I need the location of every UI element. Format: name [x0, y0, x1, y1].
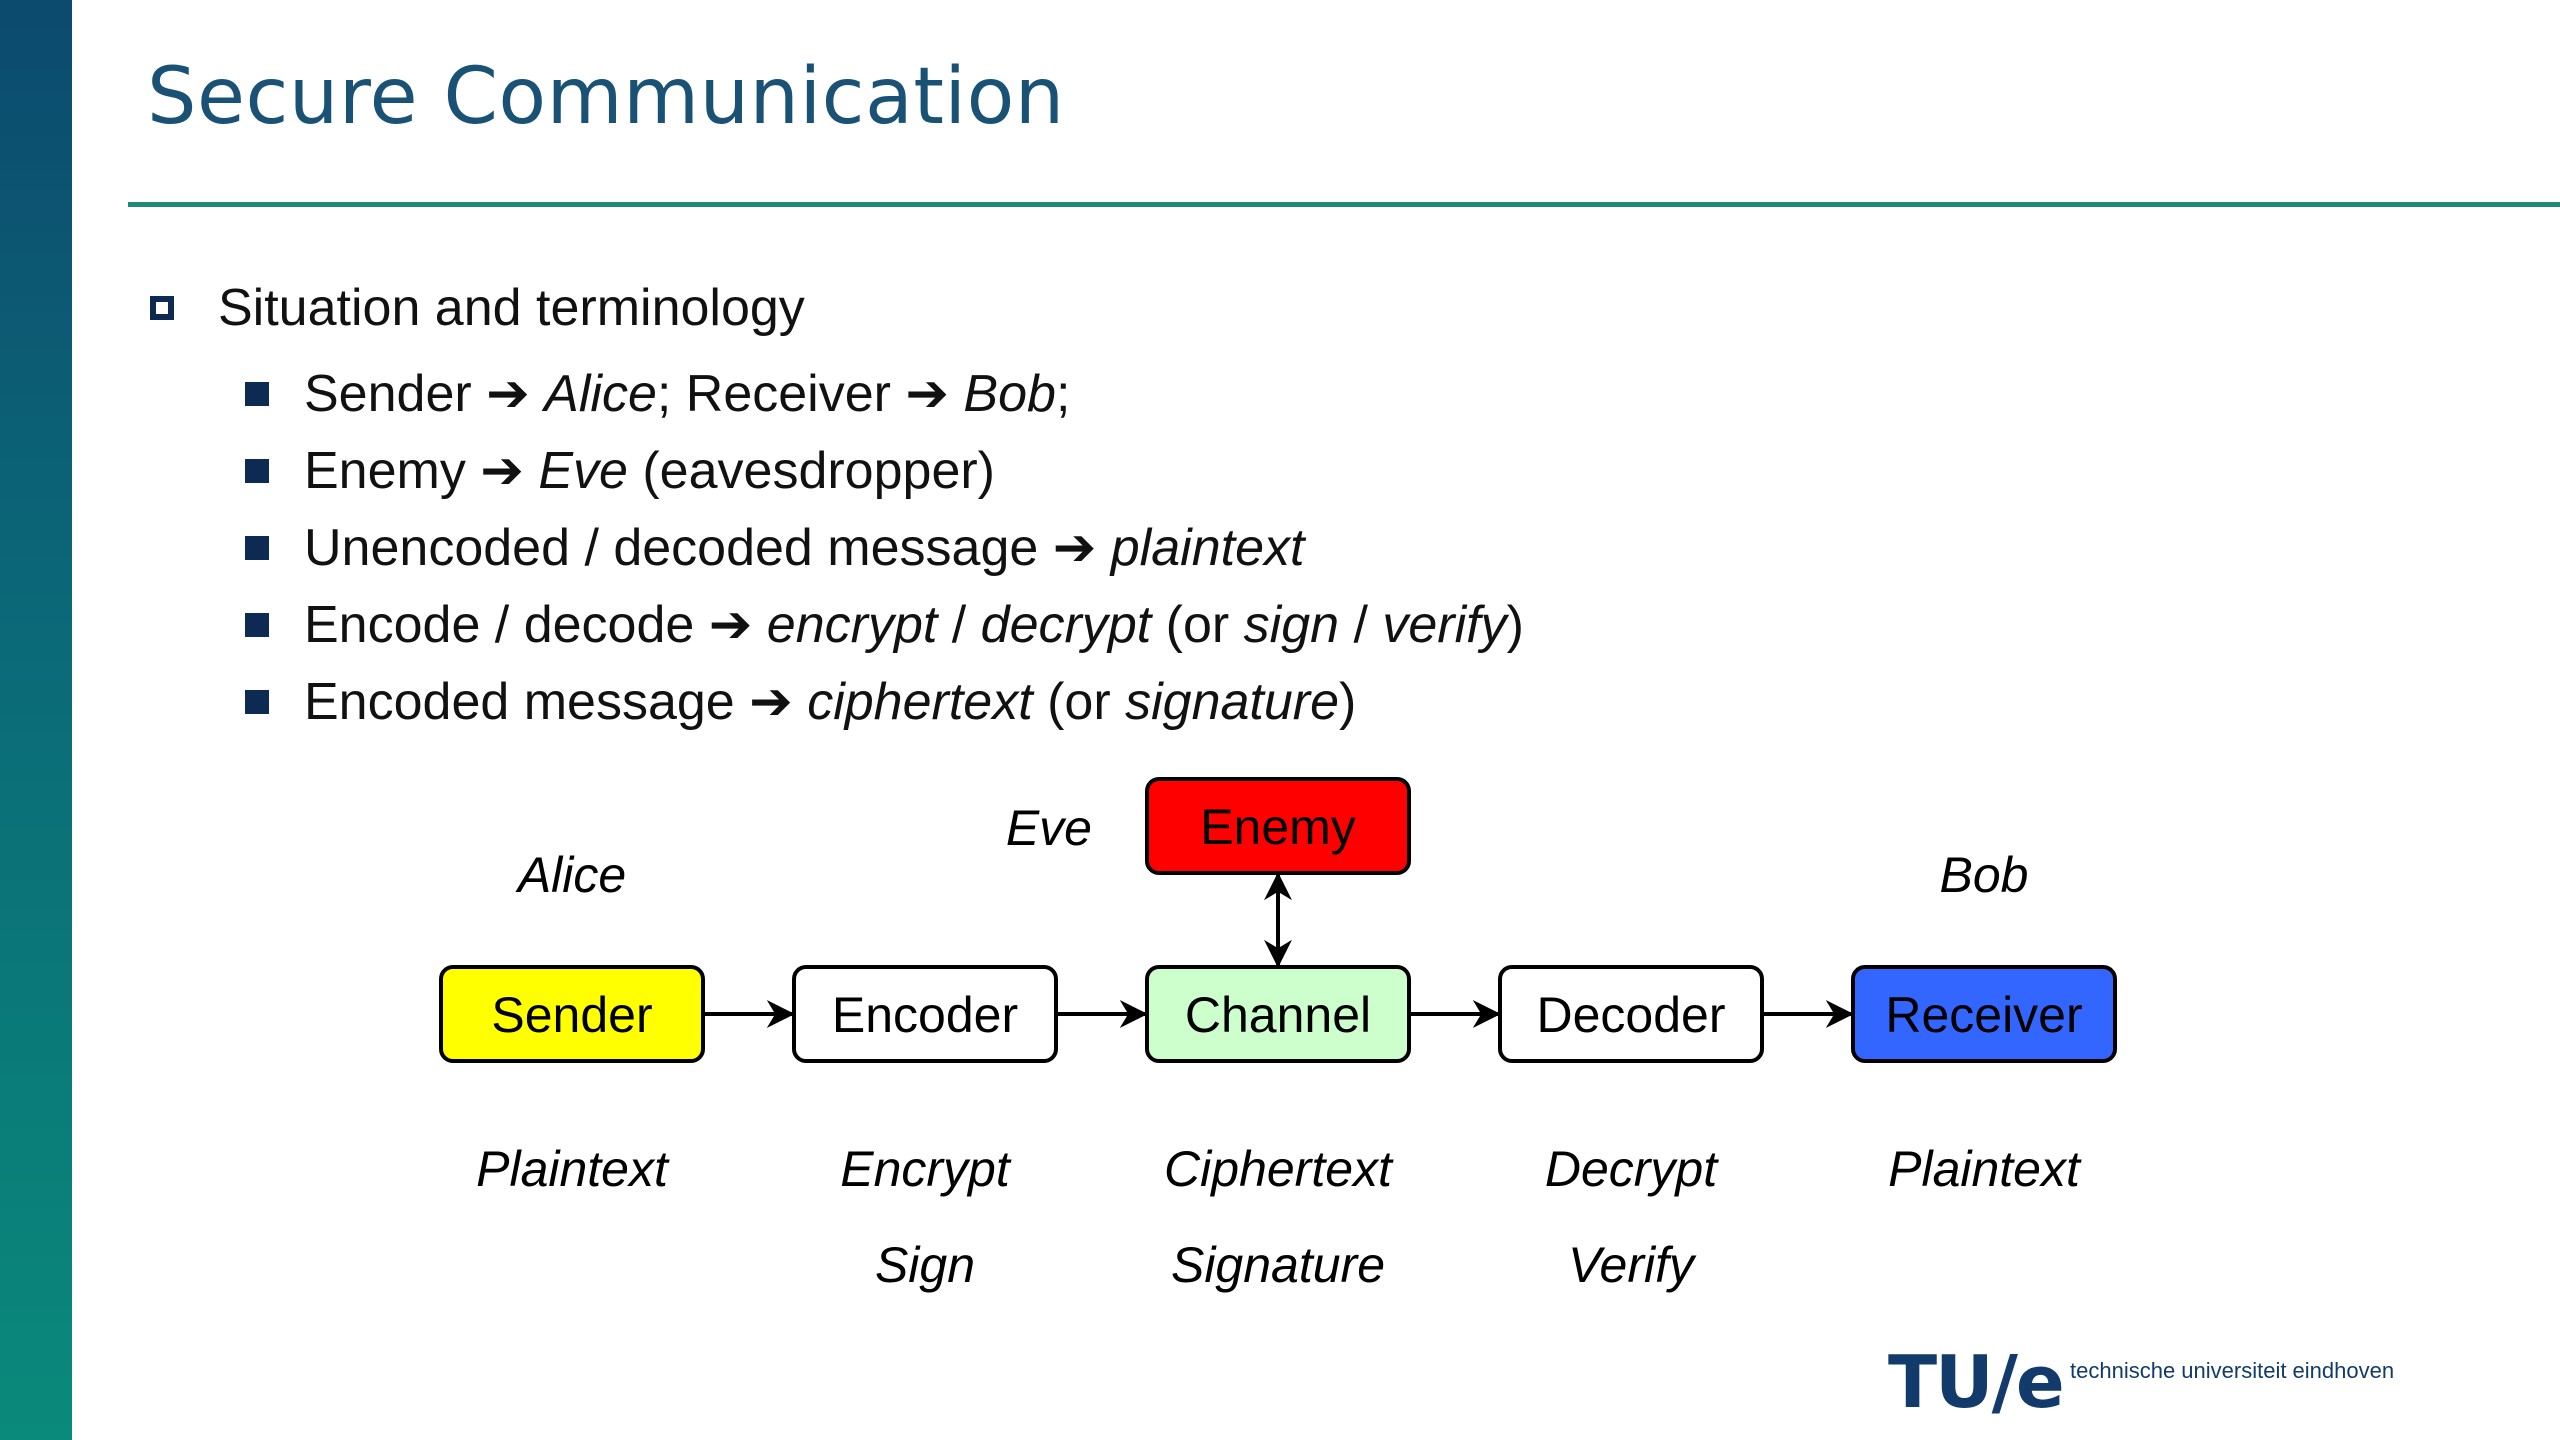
term-text: ;	[1055, 364, 1071, 423]
node-caption: Sign	[875, 1237, 975, 1293]
node-caption: Decrypt	[1545, 1141, 1719, 1197]
term-italic: sign	[1243, 595, 1340, 654]
square-bullet-icon	[245, 689, 269, 714]
term-text: /	[1339, 595, 1383, 654]
node-caption: Signature	[1171, 1237, 1385, 1293]
term-text: Unencoded / decoded message ➔	[304, 518, 1111, 577]
slide-title: Secure Communication	[147, 52, 1065, 142]
node-box	[439, 965, 705, 1063]
term-italic: ciphertext	[807, 672, 1033, 731]
tue-logo: TU/e technische universiteit eindhoven	[1888, 1336, 2448, 1426]
term-italic: Eve	[538, 441, 628, 500]
term-text: (or	[1151, 595, 1244, 654]
term-italic: signature	[1125, 672, 1340, 731]
terminology-item: Encoded message ➔ ciphertext (or signatu…	[245, 663, 1524, 740]
role-label: Alice	[515, 847, 626, 903]
node-label: Encoder	[832, 987, 1018, 1043]
node-caption: Encrypt	[840, 1141, 1012, 1197]
square-bullet-icon	[245, 612, 269, 637]
square-bullet-icon	[245, 535, 269, 560]
term-text: Enemy ➔	[304, 441, 539, 500]
node-label: Decoder	[1537, 987, 1726, 1043]
terminology-item-text: Encode / decode ➔ encrypt / decrypt (or …	[304, 595, 1524, 655]
term-italic: verify	[1382, 595, 1507, 654]
terminology-item: Encode / decode ➔ encrypt / decrypt (or …	[245, 586, 1524, 663]
bullet-main-text: Situation and terminology	[218, 279, 805, 337]
node-box	[1851, 965, 2117, 1063]
node-sender: Sender	[439, 965, 705, 1063]
term-text: (eavesdropper)	[627, 441, 995, 500]
term-text: )	[1339, 672, 1357, 731]
node-caption: Plaintext	[476, 1141, 670, 1197]
node-label: Sender	[491, 987, 652, 1043]
terminology-item-text: Sender ➔ Alice; Receiver ➔ Bob;	[304, 364, 1070, 424]
role-label: Eve	[1006, 800, 1092, 856]
node-label: Receiver	[1885, 987, 2082, 1043]
square-bullet-icon	[245, 458, 269, 483]
term-italic: encrypt	[766, 595, 938, 654]
node-decoder: Decoder	[1498, 965, 1764, 1063]
term-text: )	[1506, 595, 1524, 654]
node-receiver: Receiver	[1851, 965, 2117, 1063]
node-encoder: Encoder	[792, 965, 1058, 1063]
tue-logo-mark: TU/e	[1888, 1340, 2065, 1424]
title-divider	[128, 202, 2560, 207]
term-italic: decrypt	[980, 595, 1152, 654]
term-text: Encode / decode ➔	[304, 595, 767, 654]
term-italic: Bob	[963, 364, 1056, 423]
terminology-item-text: Unencoded / decoded message ➔ plaintext	[304, 518, 1304, 578]
term-italic: Alice	[544, 364, 657, 423]
left-accent-bar	[0, 0, 72, 1440]
terminology-item: Unencoded / decoded message ➔ plaintext	[245, 509, 1524, 586]
node-caption: Verify	[1568, 1237, 1697, 1293]
node-label: Enemy	[1200, 799, 1356, 855]
tue-logo-subtitle: technische universiteit eindhoven	[2070, 1358, 2395, 1383]
terminology-item-text: Encoded message ➔ ciphertext (or signatu…	[304, 672, 1356, 732]
node-label: Channel	[1185, 987, 1371, 1043]
node-caption: Ciphertext	[1164, 1141, 1394, 1197]
term-text: Encoded message ➔	[304, 672, 808, 731]
node-channel: Channel	[1145, 965, 1411, 1063]
terminology-list: Sender ➔ Alice; Receiver ➔ Bob; Enemy ➔ E…	[245, 355, 1524, 740]
role-label: Bob	[1940, 847, 2029, 903]
terminology-item-text: Enemy ➔ Eve (eavesdropper)	[304, 441, 995, 501]
terminology-item: Enemy ➔ Eve (eavesdropper)	[245, 432, 1524, 509]
term-text: /	[937, 595, 981, 654]
term-text: Sender ➔	[304, 364, 545, 423]
node-enemy: Enemy	[1145, 777, 1411, 875]
term-text: (or	[1032, 672, 1126, 731]
node-caption: Plaintext	[1888, 1141, 2082, 1197]
terminology-item: Sender ➔ Alice; Receiver ➔ Bob;	[245, 355, 1524, 432]
hollow-square-bullet-icon	[150, 296, 174, 320]
square-bullet-icon	[245, 381, 269, 406]
node-box	[1498, 965, 1764, 1063]
bullet-main: Situation and terminology	[150, 278, 805, 338]
term-text: ; Receiver ➔	[656, 364, 964, 423]
term-italic: plaintext	[1110, 518, 1305, 577]
node-box	[792, 965, 1058, 1063]
